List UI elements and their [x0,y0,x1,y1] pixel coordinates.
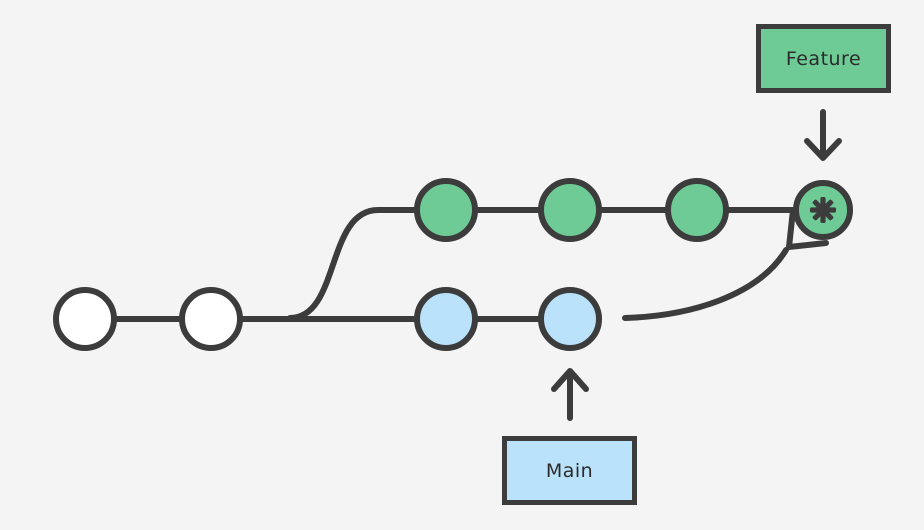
commit-node-c3[interactable] [414,178,478,242]
commit-node-c1[interactable] [53,287,117,351]
commit-node-c7[interactable] [538,287,602,351]
label-pointers [551,109,842,421]
asterisk-icon [810,197,836,223]
merge-arrow [622,207,829,321]
merge-arrow-head [786,207,829,250]
feature-pointer-head [804,138,842,161]
commit-node-c6[interactable] [414,287,478,351]
branch-label-feature[interactable]: Feature [756,24,891,93]
branch-label-feature-text: Feature [785,47,862,70]
commit-node-c5[interactable] [665,178,729,242]
merge-arrow-curve [622,247,789,321]
main-pointer-head [551,368,589,392]
edge-branch-split-curve [287,207,449,321]
arrow-up-icon [551,368,589,421]
commit-node-c2[interactable] [179,287,243,351]
commit-nodes [53,178,853,351]
branch-label-main[interactable]: Main [502,436,637,505]
branch-label-main-text: Main [545,459,594,482]
arrow-down-icon [804,109,842,161]
commit-node-c4[interactable] [538,178,602,242]
